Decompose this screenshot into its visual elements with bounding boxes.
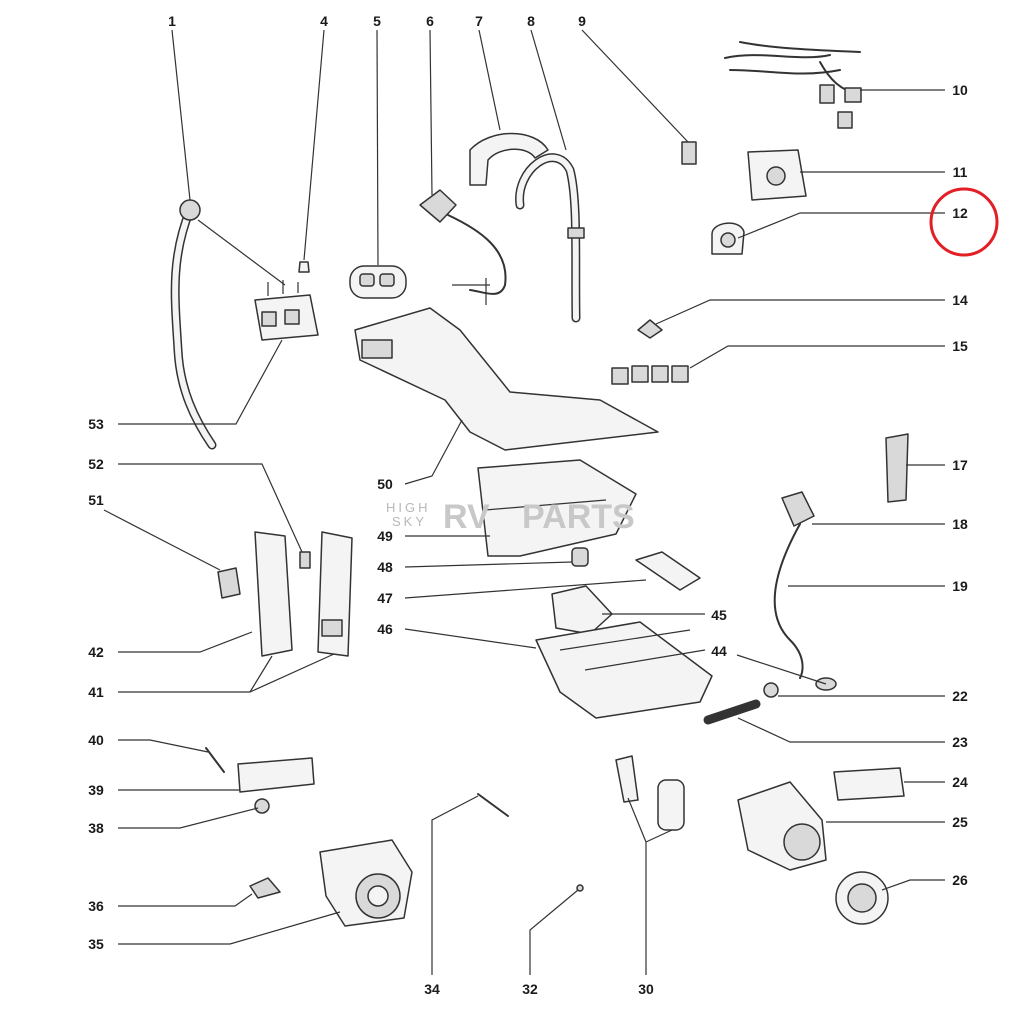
callout-48: 48 (377, 559, 393, 575)
callout-35: 35 (88, 936, 104, 952)
part-drain-pump (737, 781, 827, 871)
part-wiring-harness (724, 41, 862, 129)
part-thermostat (833, 767, 905, 801)
callout-30: 30 (638, 981, 654, 997)
part-control-board (254, 531, 353, 657)
part-gasket (349, 265, 407, 299)
part-small-cap (298, 261, 310, 273)
callout-8: 8 (527, 13, 535, 29)
callout-26: 26 (952, 872, 968, 888)
callout-36: 36 (88, 898, 104, 914)
part-connector (681, 141, 697, 165)
callout-51: 51 (88, 492, 104, 508)
part-drawer-lid (635, 551, 701, 591)
callout-32: 32 (522, 981, 538, 997)
callout-5: 5 (373, 13, 381, 29)
callout-17: 17 (952, 457, 968, 473)
callout-1: 1 (168, 13, 176, 29)
callout-46: 46 (377, 621, 393, 637)
part-dispenser-housing (354, 307, 659, 451)
watermark-line2: SKY (392, 514, 427, 529)
part-drain-hose (515, 153, 585, 323)
part-small-bracket (885, 433, 909, 503)
part-siphon-cap (571, 547, 589, 567)
callout-7: 7 (475, 13, 483, 29)
part-screw (205, 747, 225, 773)
callout-numbers: 1 4 5 6 7 8 9 10 11 12 14 15 17 18 19 22… (88, 13, 968, 997)
part-motor (319, 839, 413, 927)
callout-50: 50 (377, 476, 393, 492)
part-door-lock (747, 149, 807, 201)
part-pin (477, 793, 509, 817)
callout-53: 53 (88, 416, 104, 432)
leader-lines (103, 29, 945, 975)
part-capacitor (615, 755, 685, 831)
highlight-circle (929, 187, 999, 257)
part-small-connector (217, 567, 241, 599)
callout-6: 6 (426, 13, 434, 29)
callout-41: 41 (88, 684, 104, 700)
part-drawer-tray (535, 621, 713, 719)
part-filter (835, 871, 889, 925)
callout-10: 10 (952, 82, 968, 98)
part-drawer-box (477, 459, 637, 557)
callout-40: 40 (88, 732, 104, 748)
callout-4: 4 (320, 13, 328, 29)
callout-47: 47 (377, 590, 393, 606)
callout-18: 18 (952, 516, 968, 532)
callout-38: 38 (88, 820, 104, 836)
part-clips (637, 319, 663, 339)
callout-24: 24 (952, 774, 968, 790)
part-motor-brush (249, 877, 281, 899)
part-shaft (703, 699, 761, 725)
part-softener-insert (551, 585, 613, 635)
part-pcb-clip (299, 551, 311, 569)
part-inlet-hose (170, 199, 286, 450)
callout-15: 15 (952, 338, 968, 354)
callout-12: 12 (952, 205, 968, 221)
callout-39: 39 (88, 782, 104, 798)
part-mains-cable (773, 491, 815, 679)
callout-14: 14 (952, 292, 968, 308)
part-fill-valve (254, 280, 319, 341)
part-terminal-blocks (611, 365, 689, 385)
callout-42: 42 (88, 644, 104, 660)
watermark-brand-left: RV (443, 498, 490, 536)
callout-49: 49 (377, 528, 393, 544)
part-pressure-switch (711, 222, 745, 255)
part-power-cord (419, 189, 507, 305)
callout-19: 19 (952, 578, 968, 594)
callout-11: 11 (953, 164, 968, 180)
watermark-brand-right: PARTS (522, 498, 635, 536)
callout-22: 22 (952, 688, 968, 704)
part-nut (254, 798, 270, 814)
part-hose-bracket (469, 132, 549, 186)
callout-9: 9 (578, 13, 586, 29)
callout-52: 52 (88, 456, 104, 472)
callout-25: 25 (952, 814, 968, 830)
part-bracket (237, 757, 315, 793)
callout-45: 45 (711, 607, 727, 623)
part-bearing (763, 682, 779, 698)
callout-44: 44 (711, 643, 727, 659)
callout-34: 34 (424, 981, 440, 997)
callout-23: 23 (952, 734, 968, 750)
watermark-line1: HIGH (386, 500, 431, 515)
watermark: HIGH SKY RV PARTS (386, 498, 635, 536)
part-small-ball (576, 884, 584, 892)
